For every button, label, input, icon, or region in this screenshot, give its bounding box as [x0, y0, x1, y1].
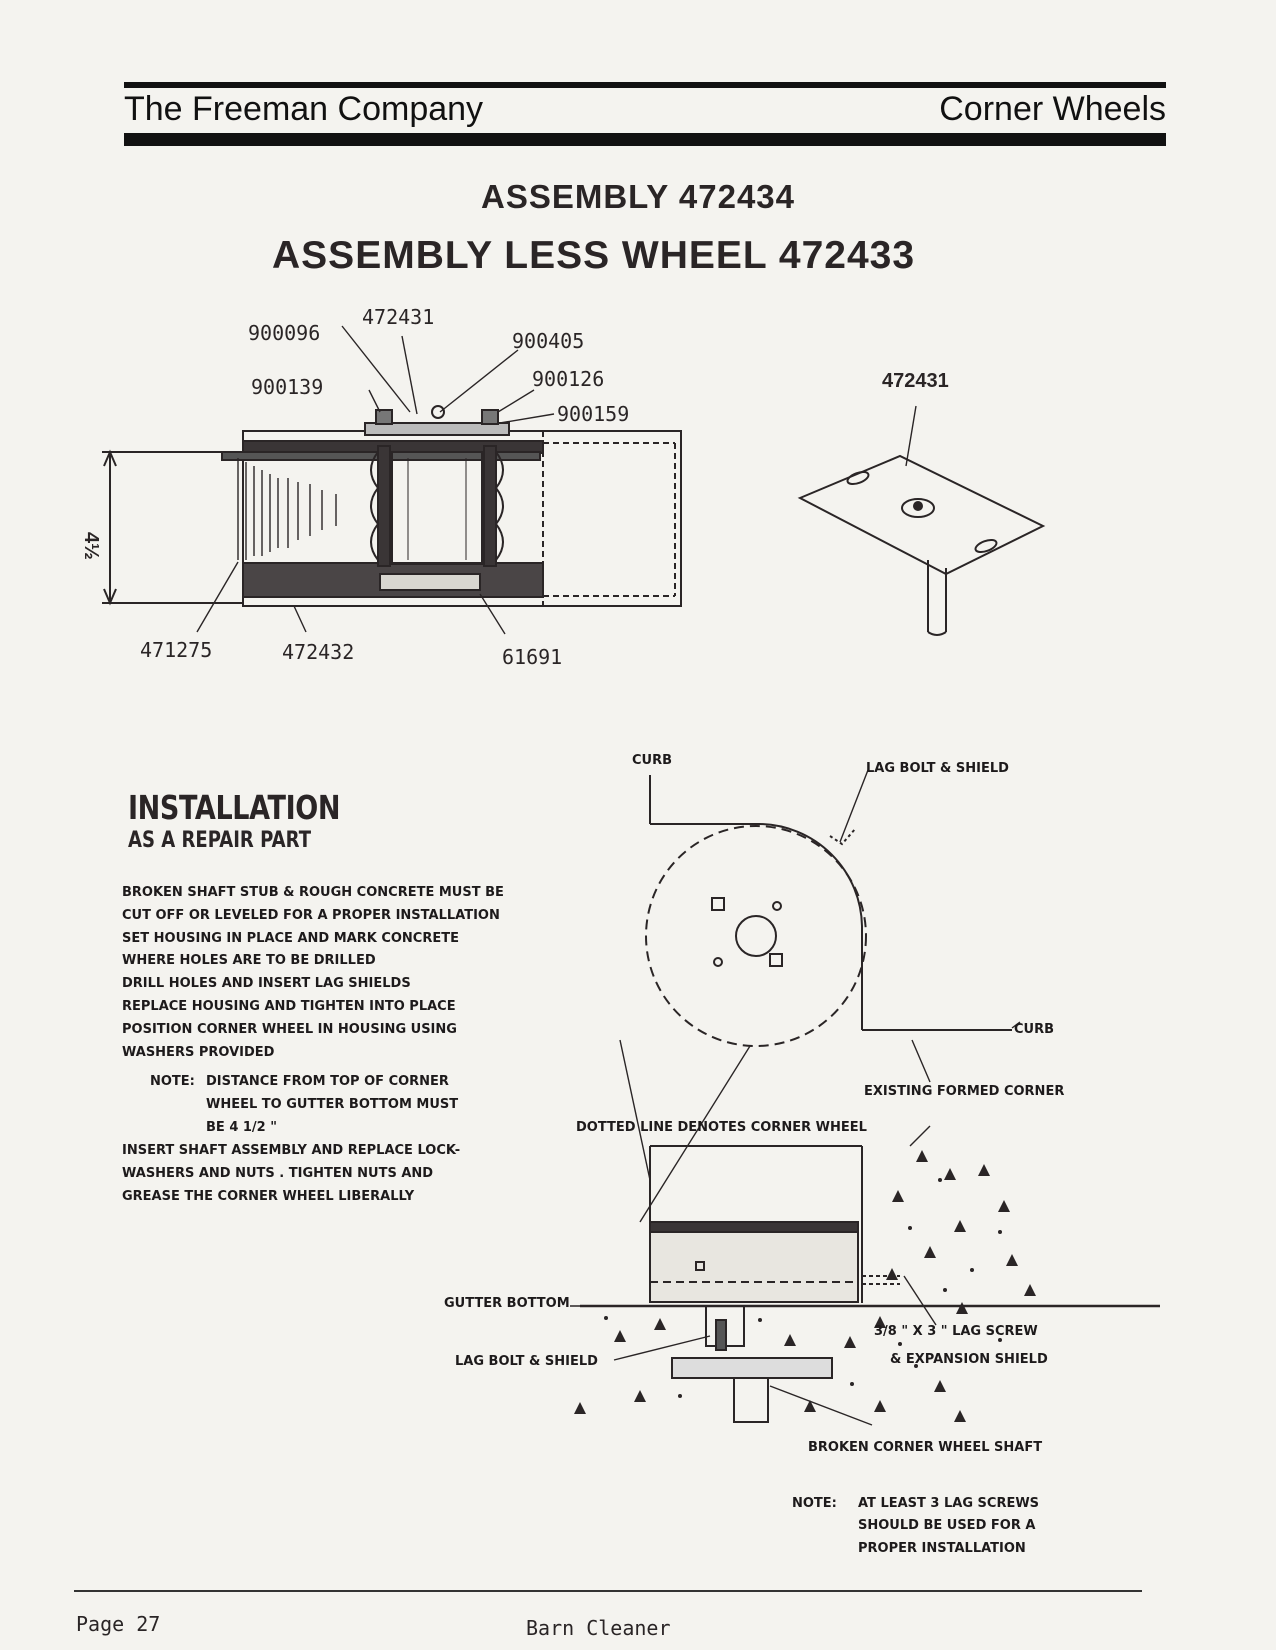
part-number-900159: 900159 [557, 402, 630, 426]
installation-note-line: WHEEL TO GUTTER BOTTOM MUST [206, 1097, 459, 1112]
part-number-900139: 900139 [251, 375, 324, 399]
bottom-note-label: NOTE: [792, 1496, 837, 1511]
installation-note-line: DISTANCE FROM TOP OF CORNER [206, 1074, 449, 1089]
part-number-471275: 471275 [140, 638, 213, 662]
instruction-line: CUT OFF OR LEVELED FOR A PROPER INSTALLA… [122, 907, 500, 923]
installation-note-line: BE 4 1/2 " [206, 1120, 278, 1135]
bottom-note-line: SHOULD BE USED FOR A [858, 1518, 1036, 1533]
installation-subtitle: AS A REPAIR PART [128, 828, 312, 853]
dotted-line-label: DOTTED LINE DENOTES CORNER WHEEL [576, 1120, 867, 1135]
installation-title: INSTALLATION [128, 788, 341, 827]
lag-screw-label: 3/8 " X 3 " LAG SCREW [874, 1324, 1038, 1339]
lag-bolt-shield-label-bottom: LAG BOLT & SHIELD [455, 1354, 598, 1369]
assembly-less-wheel-title: ASSEMBLY LESS WHEEL 472433 [272, 234, 916, 277]
instruction-line: WHERE HOLES ARE TO BE DRILLED [122, 953, 376, 969]
bottom-note-line: AT LEAST 3 LAG SCREWS [858, 1496, 1040, 1511]
instruction-line: REPLACE HOUSING AND TIGHTEN INTO PLACE [122, 998, 456, 1014]
bottom-note-line: PROPER INSTALLATION [858, 1541, 1026, 1556]
dimension-label: 4½ [80, 532, 102, 560]
instruction-line: GREASE THE CORNER WHEEL LIBERALLY [122, 1189, 415, 1204]
broken-shaft-label: BROKEN CORNER WHEEL SHAFT [808, 1440, 1043, 1455]
company-name: The Freeman Company [124, 90, 484, 128]
footer-title: Barn Cleaner [526, 1616, 671, 1640]
footer-rule [74, 1590, 1142, 1592]
header-rule-bottom [124, 133, 1166, 146]
instruction-line: POSITION CORNER WHEEL IN HOUSING USING [122, 1021, 457, 1037]
part-number-900096: 900096 [248, 321, 321, 345]
expansion-shield-label: & EXPANSION SHIELD [890, 1352, 1048, 1367]
installation-note-label: NOTE: [150, 1074, 195, 1089]
part-number-900126: 900126 [532, 367, 605, 391]
instruction-line: INSERT SHAFT ASSEMBLY AND REPLACE LOCK- [122, 1143, 461, 1158]
instruction-line: DRILL HOLES AND INSERT LAG SHIELDS [122, 976, 411, 992]
installation-steps: BROKEN SHAFT STUB & ROUGH CONCRETE MUST … [122, 882, 504, 1064]
curb-label-right: CURB [1014, 1022, 1055, 1037]
instruction-line: BROKEN SHAFT STUB & ROUGH CONCRETE MUST … [122, 885, 504, 900]
existing-formed-corner-label: EXISTING FORMED CORNER [864, 1084, 1065, 1099]
instruction-line: WASHERS PROVIDED [122, 1044, 275, 1060]
instruction-line: SET HOUSING IN PLACE AND MARK CONCRETE [122, 930, 459, 946]
part-number-61691: 61691 [502, 645, 563, 669]
part-number-472431: 472431 [362, 305, 435, 329]
lag-bolt-shield-label-top: LAG BOLT & SHIELD [866, 761, 1009, 776]
part-number-472432: 472432 [282, 640, 355, 664]
plate-part-number-472431: 472431 [882, 370, 949, 392]
section-name: Corner Wheels [939, 90, 1166, 128]
header-rule-top [124, 82, 1166, 88]
curb-label-top: CURB [632, 753, 673, 768]
gutter-bottom-label: GUTTER BOTTOM [444, 1296, 570, 1311]
page-number: Page 27 [76, 1612, 161, 1636]
assembly-title: ASSEMBLY 472434 [480, 178, 795, 215]
instruction-line: WASHERS AND NUTS . TIGHTEN NUTS AND [122, 1166, 434, 1181]
part-number-900405: 900405 [512, 329, 585, 353]
